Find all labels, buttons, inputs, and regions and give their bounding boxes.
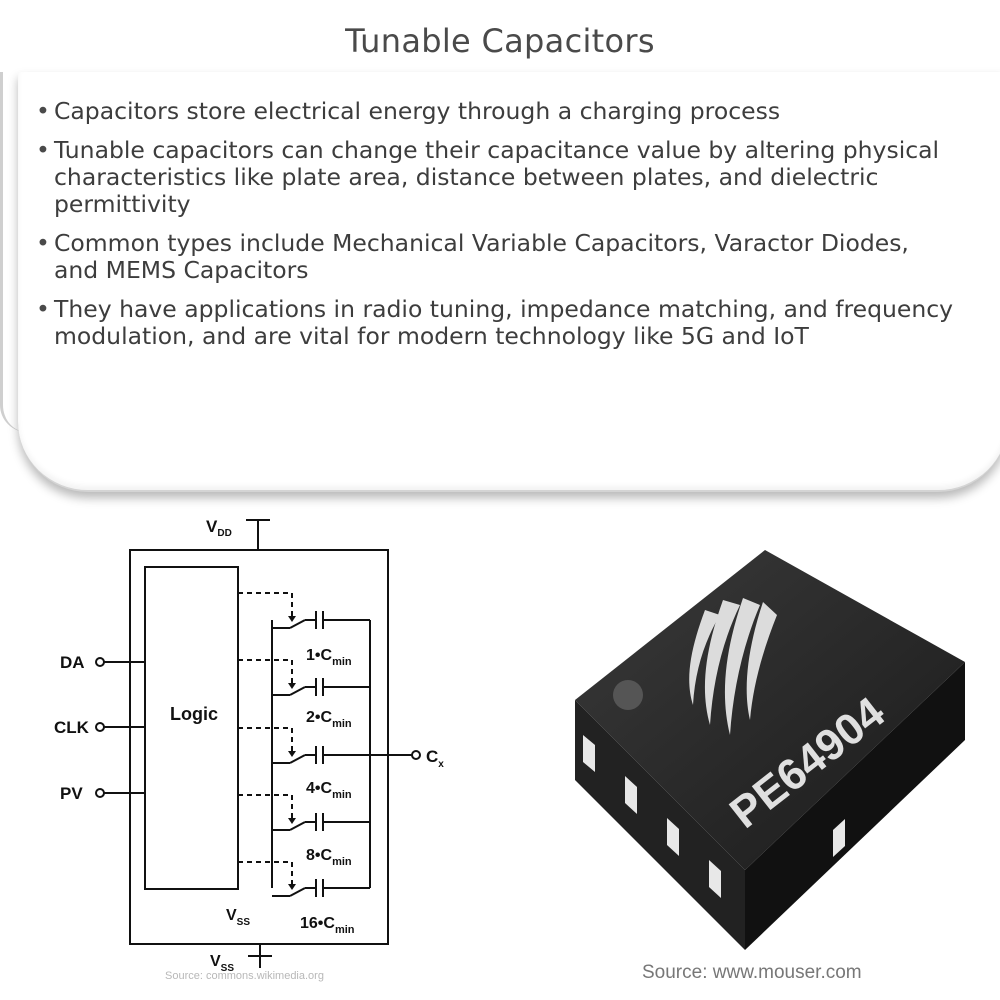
chip-right-side xyxy=(745,662,965,950)
cap-row-1 xyxy=(238,592,370,629)
cap-row-2 xyxy=(238,659,370,696)
pin-pv-label: PV xyxy=(60,784,83,803)
pin-clk-label: CLK xyxy=(54,718,90,737)
vdd-label: VDD xyxy=(206,517,232,539)
chip-left-side xyxy=(575,700,745,950)
cap-row-4 xyxy=(238,794,370,831)
cap-label-2: 2•Cmin xyxy=(306,709,352,730)
cap-row-5 xyxy=(238,861,370,897)
chip-source-caption: Source: www.mouser.com xyxy=(642,962,862,983)
cap-row-3 xyxy=(238,727,370,764)
cap-label-5: 16•Cmin xyxy=(300,915,355,936)
bullet-list: Capacitors store electrical energy throu… xyxy=(36,98,956,362)
pin-da-label: DA xyxy=(60,653,85,672)
output-label: Cx xyxy=(426,747,444,770)
circuit-source-caption: Source: commons.wikimedia.org xyxy=(165,970,324,982)
pe64904-chip-image: PE64904 xyxy=(575,550,965,950)
page-title: Tunable Capacitors xyxy=(345,22,655,60)
bullet-item: They have applications in radio tuning, … xyxy=(36,296,956,350)
cap-label-4: 8•Cmin xyxy=(306,847,352,868)
cap-label-1: 1•Cmin xyxy=(306,647,352,668)
vss-outer-label: VSS xyxy=(210,953,234,974)
logic-block xyxy=(144,566,239,890)
chip-top xyxy=(575,550,965,870)
capacitor-bank-schematic: VDD DA CLK PV Logic Cx 1•Cmin 2•Cmin 4•C… xyxy=(54,517,444,974)
chip-outline xyxy=(129,549,389,945)
chip-pads xyxy=(583,735,845,898)
cap-label-3: 4•Cmin xyxy=(306,780,352,801)
bullet-item: Common types include Mechanical Variable… xyxy=(36,230,956,284)
bullet-item: Tunable capacitors can change their capa… xyxy=(36,137,956,218)
capacitor-rows xyxy=(238,592,370,897)
chip-logo xyxy=(689,598,777,735)
logic-label: Logic xyxy=(170,704,218,724)
card-rim xyxy=(0,72,27,432)
vss-inner-label: VSS xyxy=(226,907,250,928)
bullet-item: Capacitors store electrical energy throu… xyxy=(36,98,956,126)
pin1-dot xyxy=(613,680,643,710)
